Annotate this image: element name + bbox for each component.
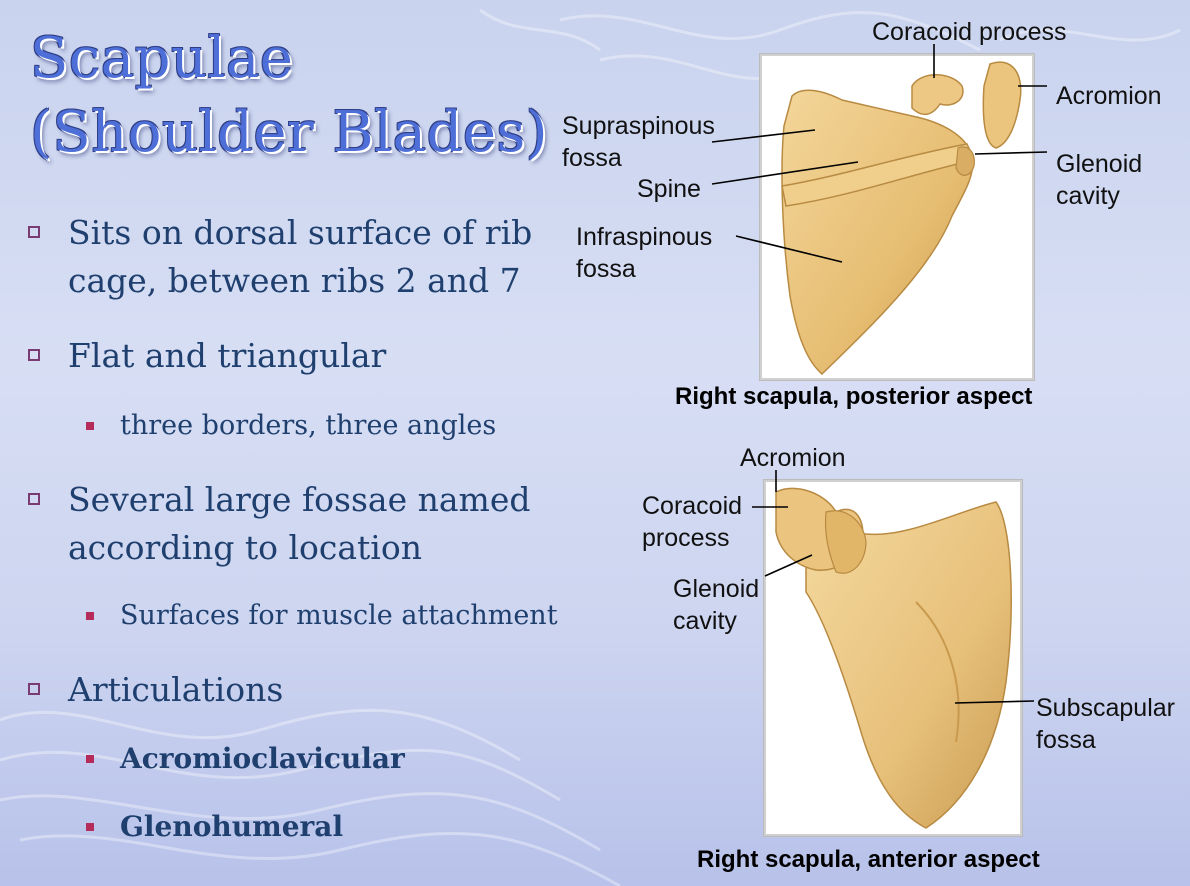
sub-bullet-marker (86, 422, 94, 430)
posterior-scapula-image-frame (760, 54, 1034, 380)
bullet-text-line-2: according to location (68, 528, 422, 567)
title-line-2: (Shoulder Blades) (30, 100, 549, 165)
bullet-marker (28, 683, 40, 695)
sub-bullet-marker (86, 612, 94, 620)
label-glenoid-cavity-anterior: Glenoid cavity (673, 573, 759, 637)
sub-bullet-marker (86, 823, 94, 831)
sub-bullet-item: Acromioclavicular (86, 741, 405, 777)
caption-posterior: Right scapula, posterior aspect (675, 383, 1033, 410)
sub-bullet-item: Surfaces for muscle attachment (86, 598, 558, 634)
anterior-scapula-image-frame (764, 480, 1022, 836)
label-line: cavity (673, 607, 737, 635)
bullet-marker (28, 226, 40, 238)
slide-title: Scapulae (Shoulder Blades) (30, 22, 570, 170)
label-line: fossa (1036, 726, 1096, 754)
anterior-scapula-illustration (775, 487, 1012, 829)
label-infraspinous-fossa: Infraspinous fossa (576, 221, 712, 285)
label-coracoid-process-posterior: Coracoid process (872, 18, 1067, 46)
sub-bullet-item: Glenohumeral (86, 809, 344, 845)
sub-bullet-text: Surfaces for muscle attachment (120, 600, 558, 631)
label-acromion-anterior: Acromion (740, 444, 846, 472)
bullet-marker (28, 349, 40, 361)
bullet-text-line-1: Articulations (68, 670, 284, 709)
bullet-item: Flat and triangular (28, 332, 548, 380)
bullet-item: Several large fossae named according to … (28, 476, 548, 572)
label-coracoid-process-anterior: Coracoid process (642, 490, 742, 554)
label-subscapular-fossa: Subscapular fossa (1036, 692, 1175, 756)
label-line: Subscapular (1036, 694, 1175, 722)
label-line: Coracoid (642, 492, 743, 520)
caption-anterior: Right scapula, anterior aspect (697, 846, 1040, 873)
label-line: process (642, 524, 730, 552)
bullet-marker (28, 493, 40, 505)
label-spine: Spine (637, 175, 701, 203)
label-line: cavity (1056, 182, 1120, 210)
label-supraspinous-fossa: Supraspinous fossa (562, 110, 715, 174)
label-glenoid-cavity-posterior: Glenoid cavity (1056, 148, 1142, 212)
posterior-scapula-illustration (781, 61, 1022, 376)
bullet-text-line-1: Sits on dorsal surface of rib (68, 213, 533, 252)
sub-bullet-text: three borders, three angles (120, 410, 497, 441)
sub-bullet-text: Acromioclavicular (120, 742, 405, 775)
label-line: Infraspinous (576, 223, 713, 251)
sub-bullet-marker (86, 755, 94, 763)
label-line: Supraspinous (562, 112, 715, 140)
label-acromion-posterior: Acromion (1056, 82, 1162, 110)
label-line: Glenoid (673, 575, 760, 603)
bullet-text-line-2: cage, between ribs 2 and 7 (68, 261, 521, 300)
label-line: fossa (576, 255, 636, 283)
bullet-text-line-1: Flat and triangular (68, 336, 387, 375)
sub-bullet-text: Glenohumeral (120, 810, 344, 843)
sub-bullet-item: three borders, three angles (86, 408, 497, 444)
bullet-item: Articulations (28, 666, 548, 714)
title-line-1: Scapulae (30, 26, 294, 91)
bullet-item: Sits on dorsal surface of rib cage, betw… (28, 209, 548, 305)
label-line: Glenoid (1056, 150, 1143, 178)
label-line: fossa (562, 144, 622, 172)
bullet-text-line-1: Several large fossae named (68, 480, 531, 519)
